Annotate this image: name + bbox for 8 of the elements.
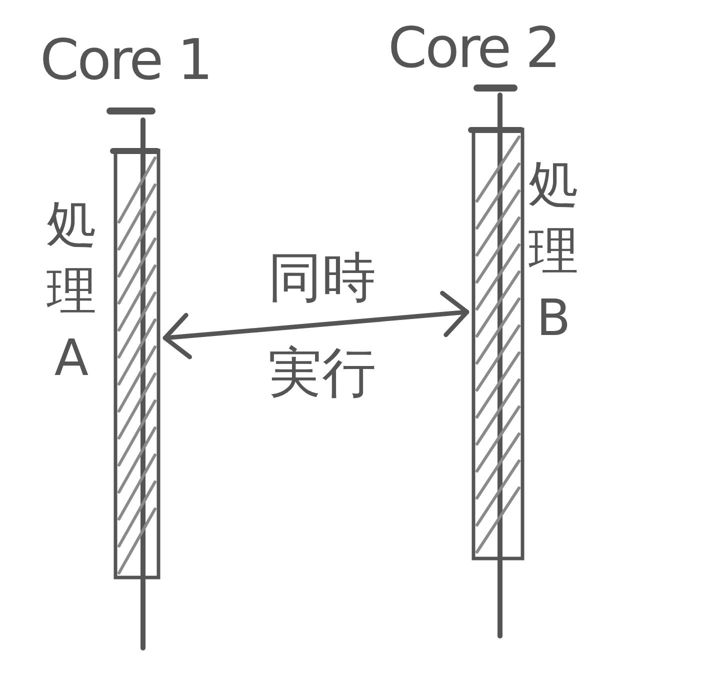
process-label: 処理B (528, 154, 580, 349)
timeline-heading: Core 1 (40, 33, 212, 89)
edge-label: 同時実行 (267, 245, 378, 406)
double-arrow (162, 290, 470, 360)
process-label: 処理A (46, 194, 98, 389)
hatched-bar (113, 148, 161, 580)
hatched-bar (471, 127, 525, 561)
timeline-heading: Core 2 (388, 21, 560, 77)
